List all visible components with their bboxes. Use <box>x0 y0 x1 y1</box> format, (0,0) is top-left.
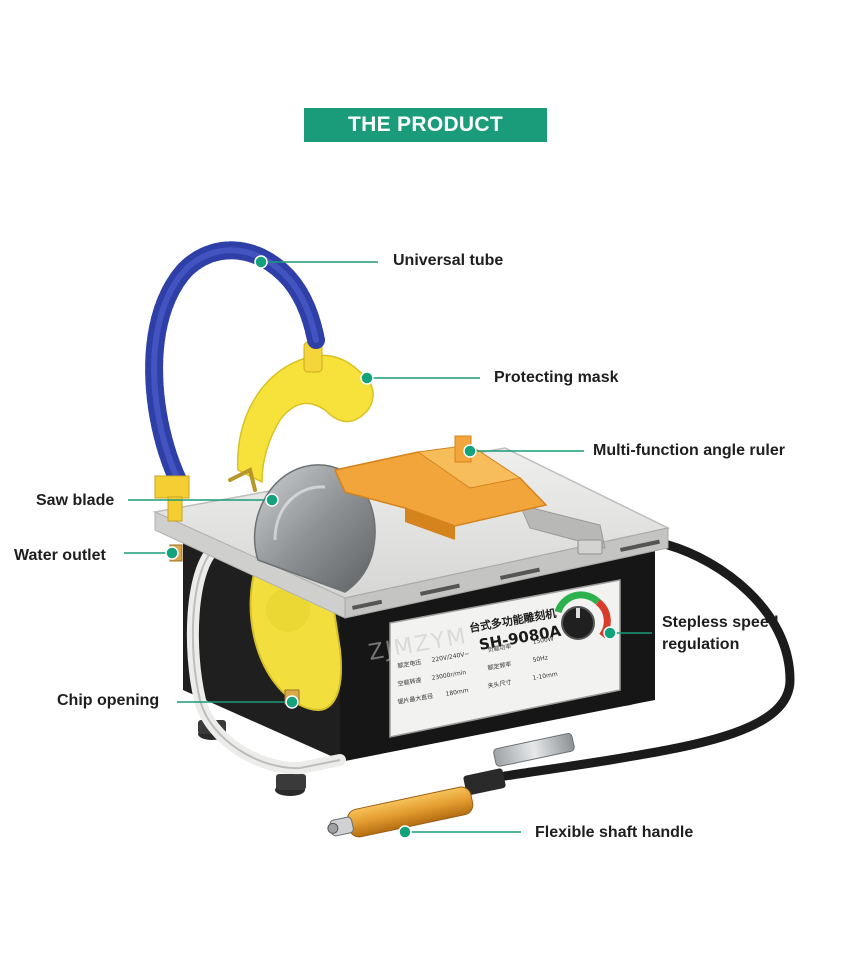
dot-universal-tube <box>254 255 268 269</box>
label-chip-opening: Chip opening <box>57 692 160 709</box>
dot-protecting-mask <box>360 371 374 385</box>
flexible-shaft-handle <box>327 733 575 838</box>
label-angle-ruler: Multi-function angle ruler <box>593 442 785 459</box>
universal-tube <box>145 241 325 522</box>
nameplate-row-3-c4: 1-10mm <box>532 671 558 682</box>
dot-shaft-handle <box>398 825 412 839</box>
dot-speed-regulation <box>603 626 617 640</box>
section-banner: THE PRODUCT <box>304 108 547 142</box>
label-speed-regulation-line1: Stepless speed <box>662 614 779 631</box>
flexible-shaft-cable <box>500 540 795 781</box>
label-saw-blade: Saw blade <box>36 492 115 509</box>
protecting-mask <box>228 332 374 492</box>
nameplate-row-3-c2: 180mm <box>445 687 469 698</box>
nameplate-row-1-c4: 1500W <box>532 635 554 646</box>
label-protecting-mask: Protecting mask <box>494 369 619 386</box>
dot-angle-ruler <box>463 444 477 458</box>
dot-chip-opening <box>285 695 299 709</box>
label-water-outlet: Water outlet <box>14 547 106 564</box>
angle-ruler <box>333 435 548 540</box>
nameplate-row-2-c4: 50Hz <box>532 654 548 664</box>
callout-lines <box>124 261 652 833</box>
label-shaft-handle: Flexible shaft handle <box>535 824 694 841</box>
saw-blade <box>253 464 376 593</box>
dot-saw-blade <box>265 493 279 507</box>
dot-water-outlet <box>165 546 179 560</box>
label-speed-regulation-line2: regulation <box>662 636 740 653</box>
callout-dots <box>165 255 617 839</box>
label-universal-tube: Universal tube <box>393 252 504 269</box>
